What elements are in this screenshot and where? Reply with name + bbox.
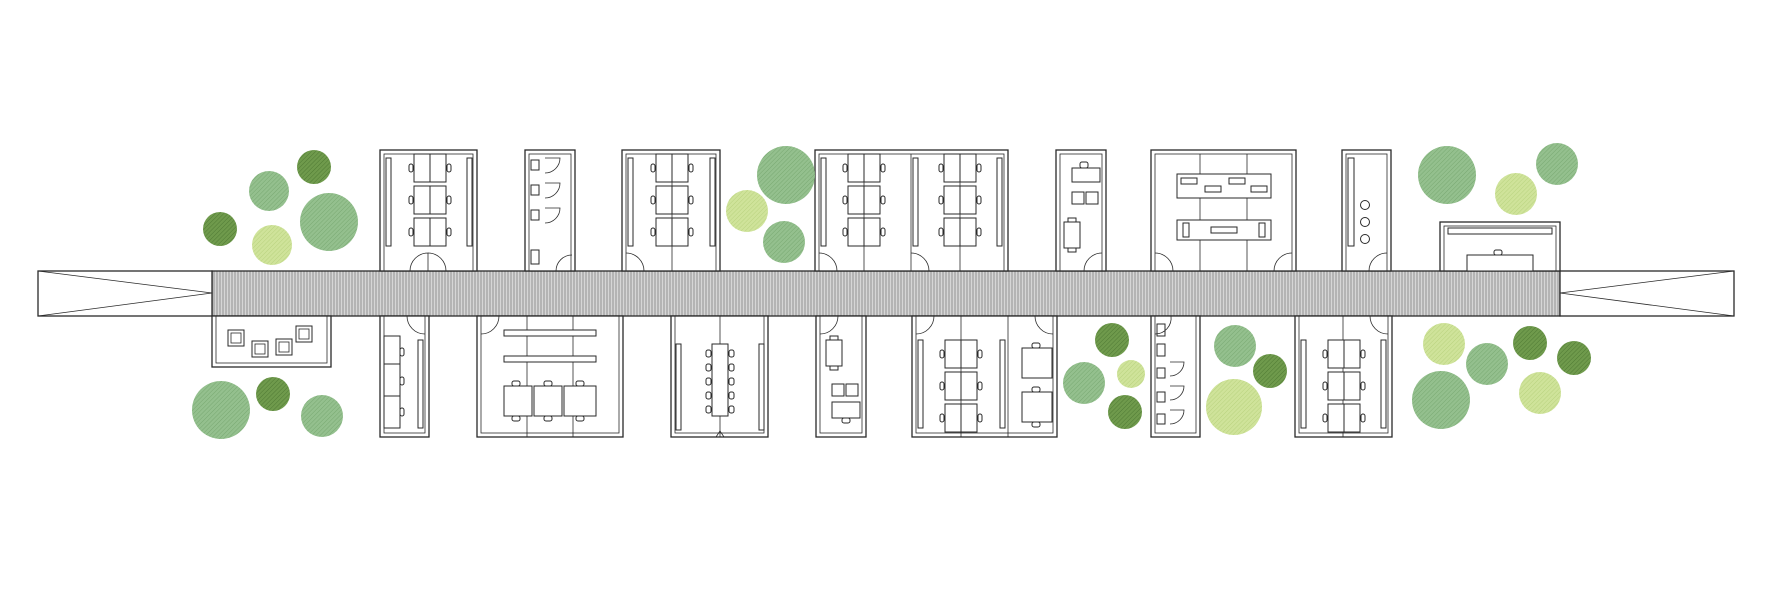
tree (1519, 372, 1561, 414)
tree (249, 171, 289, 211)
tree (1418, 146, 1476, 204)
tree (1423, 323, 1465, 365)
room-open-office-1 (379, 149, 478, 272)
tree (1206, 379, 1262, 435)
tree (1557, 341, 1591, 375)
room-meeting-3 (815, 315, 867, 438)
tree (1108, 395, 1142, 429)
tree (763, 221, 805, 263)
tree (203, 212, 237, 246)
entrance-right (1559, 270, 1735, 317)
tree (1063, 362, 1105, 404)
tree (1466, 343, 1508, 385)
tree (256, 377, 290, 411)
tree (252, 225, 292, 265)
tree (1513, 326, 1547, 360)
trees (192, 143, 1591, 439)
tree (1536, 143, 1578, 185)
room-meeting-1 (1055, 149, 1107, 272)
tree (297, 150, 331, 184)
tree (1253, 354, 1287, 388)
tree (1117, 360, 1145, 388)
room-restroom-2 (1150, 315, 1201, 438)
corridor (211, 270, 1561, 317)
room-storage-1 (1341, 149, 1392, 272)
room-restroom-1 (524, 149, 576, 272)
room-open-office-6 (1294, 315, 1393, 438)
room-lounge (211, 315, 332, 368)
room-conference-1 (476, 315, 624, 438)
tree (1412, 371, 1470, 429)
tree (301, 395, 343, 437)
room-open-office-2 (621, 149, 721, 272)
tree (1095, 323, 1129, 357)
tree (1495, 173, 1537, 215)
tree (757, 146, 815, 204)
entrance-left (37, 270, 213, 317)
tree (192, 381, 250, 439)
room-reception (1439, 221, 1561, 272)
room-open-office-5 (911, 315, 1058, 438)
tree (300, 193, 358, 251)
room-boardroom (670, 315, 769, 438)
tree (1214, 325, 1256, 367)
room-meeting-2 (1150, 149, 1297, 272)
room-open-office-3 (814, 149, 1009, 272)
room-office-4 (379, 315, 430, 438)
tree (726, 190, 768, 232)
